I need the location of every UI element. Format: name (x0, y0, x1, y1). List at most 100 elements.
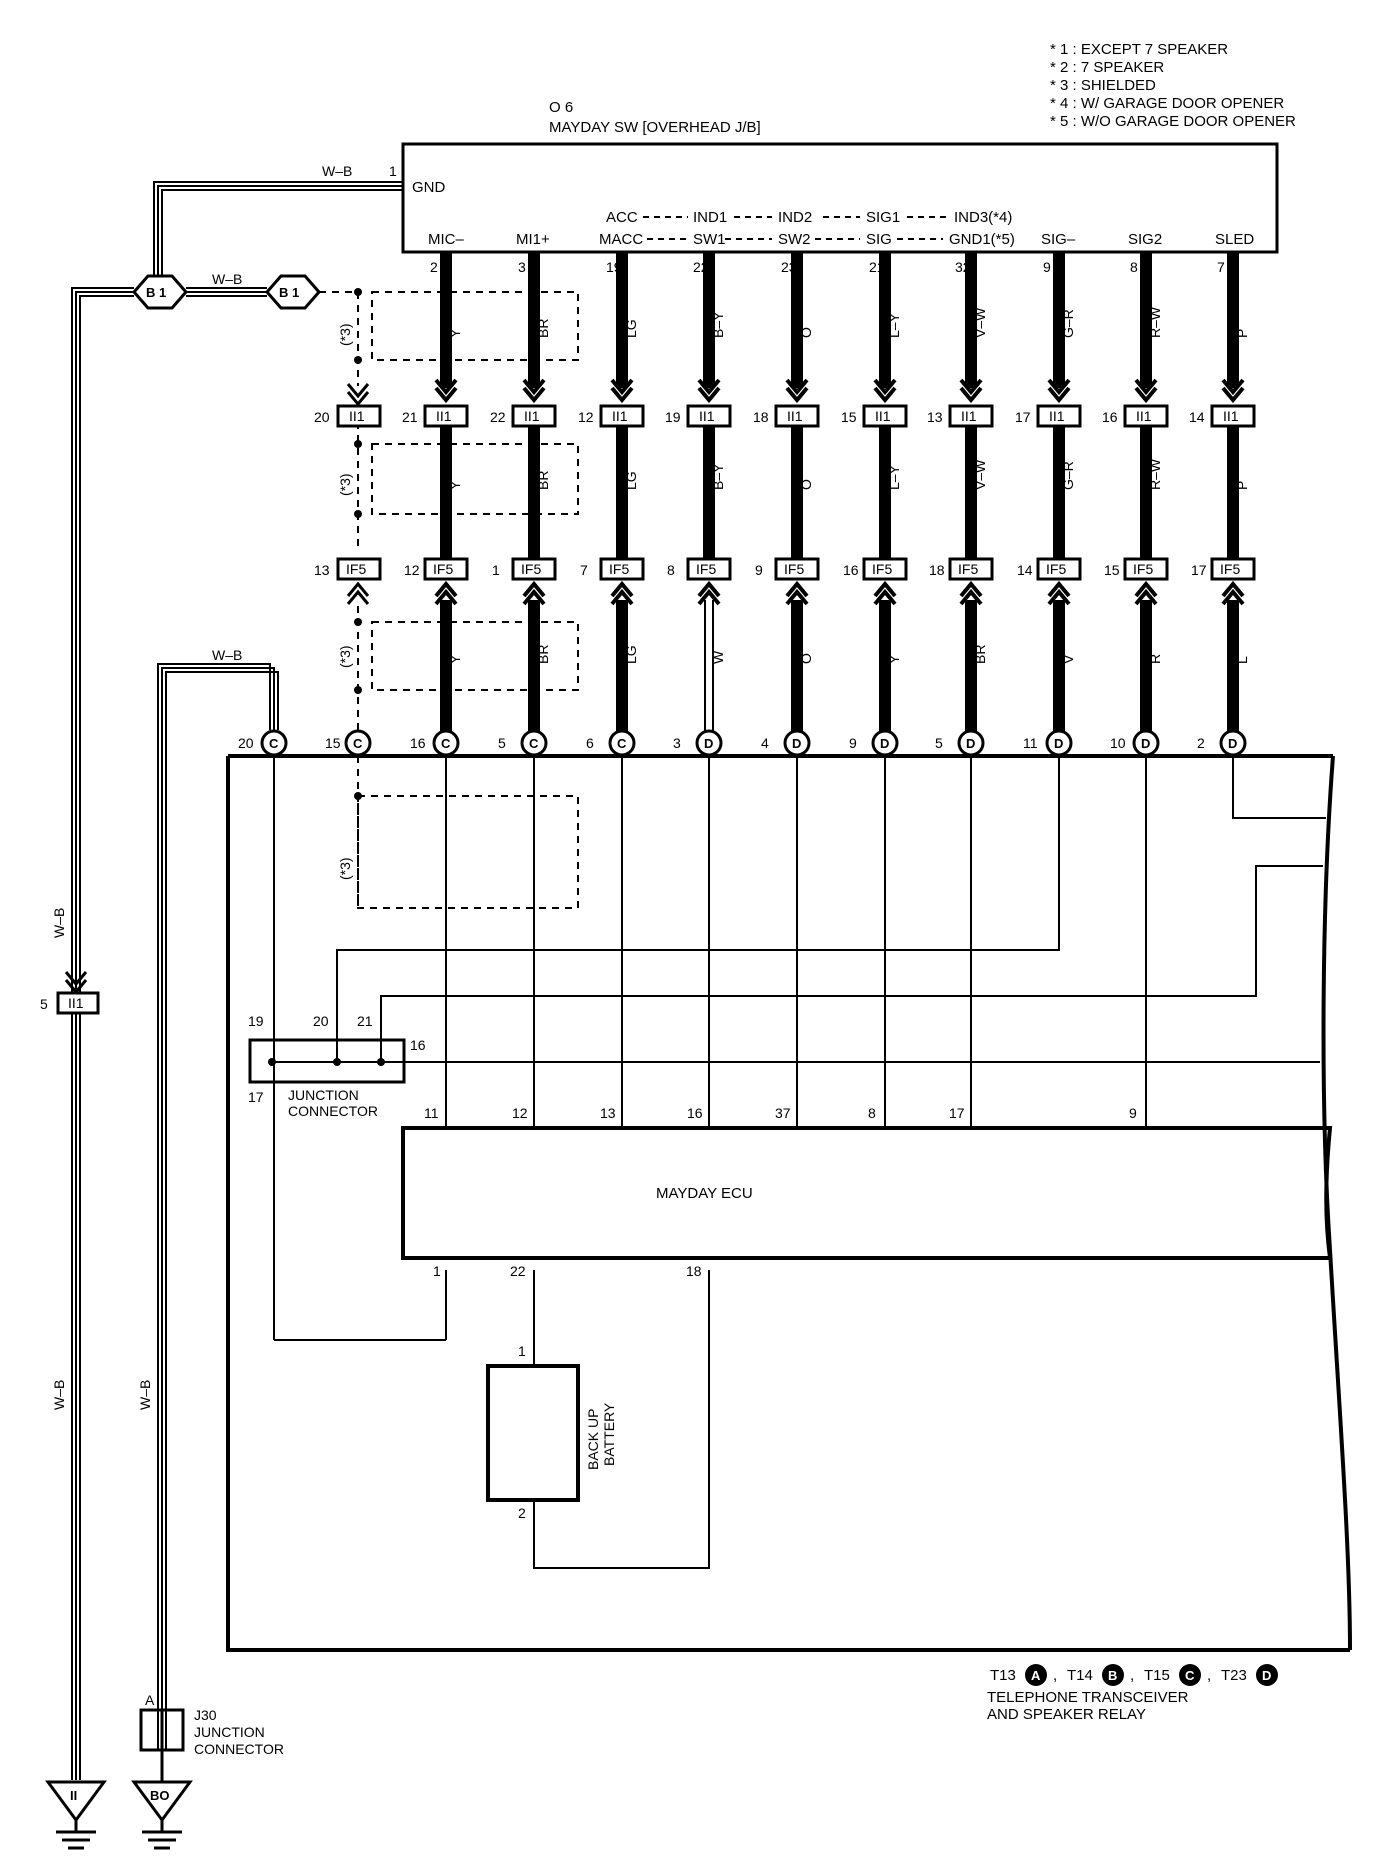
legend-letter-c: C (1185, 1668, 1195, 1683)
sw-row2-sw1: SW1 (693, 231, 726, 248)
circuit-10-wire3: L (1234, 656, 1250, 664)
circuit-9-label: SIG2 (1128, 231, 1162, 248)
mayday-sw-gnd-label: GND (412, 179, 446, 196)
circuit-4-if5-code: IF5 (696, 561, 716, 577)
circuit-10-ii1-pin: 14 (1189, 409, 1205, 425)
circuit-3-wire3: LG (623, 645, 639, 664)
sw-row2-sig: SIG (866, 231, 892, 248)
note-5: * 5 : W/O GARAGE DOOR OPENER (1050, 113, 1296, 130)
svg-text:BO: BO (150, 1788, 170, 1803)
shield-ii1: II1 20 (314, 383, 382, 428)
circuit-10-if5-box (1210, 557, 1256, 581)
battery-pin-2: 2 (518, 1505, 526, 1521)
note-2: * 2 : 7 SPEAKER (1050, 59, 1164, 76)
circuit-5-conn-pin: 4 (761, 735, 769, 751)
shield-label-4: (*3) (337, 857, 353, 880)
circuit-3-if5-pin: 7 (580, 562, 588, 578)
transceiver-internal-wiring (272, 756, 1326, 1569)
circuit-10-wire1: P (1234, 329, 1250, 338)
circuit-7-ii1-code: II1 (961, 408, 977, 424)
note-1: * 1 : EXCEPT 7 SPEAKER (1050, 41, 1228, 58)
circuit-10-conn-pin: 2 (1197, 735, 1205, 751)
circuit-1-sw-pin: 2 (430, 259, 438, 275)
circuit-9-if5-pin: 15 (1104, 562, 1120, 578)
sw-row2-macc: MACC (599, 231, 643, 248)
b1-link-wire (186, 287, 267, 297)
circuit-4-if5-pin: 8 (667, 562, 675, 578)
sw-row1-ind1: IND1 (693, 209, 727, 226)
mayday-ecu-name: MAYDAY ECU (656, 1185, 753, 1202)
j30-line-1: JUNCTION (194, 1724, 265, 1740)
circuit-8-sw-pin: 9 (1043, 259, 1051, 275)
circuit-9-terminal-letter: D (1141, 736, 1150, 751)
circuit-9-ii1-code: II1 (1136, 408, 1152, 424)
circuit-9-if5-code: IF5 (1133, 561, 1153, 577)
sw-row1-ind3: IND3(*4) (954, 209, 1012, 226)
circuit-2-ii1-pin: 22 (490, 409, 506, 425)
circuit-columns: MIC–2YII121YIF512YC16MI1+3BRII122BRIF51B… (402, 231, 1256, 757)
circuit-9-wire1: R–W (1147, 306, 1163, 338)
shield-dots (354, 288, 362, 800)
circuit-6-terminal-letter: D (880, 736, 889, 751)
backup-battery: BACK UP BATTERY 1 2 (486, 1343, 617, 1521)
legend-code-t14: T14 (1067, 1667, 1093, 1684)
circuit-1-if5-code: IF5 (433, 561, 453, 577)
circuit-3-conn-pin: 6 (586, 735, 594, 751)
junction-dots (268, 1058, 385, 1066)
circuit-3-if5-code: IF5 (609, 561, 629, 577)
mayday-sw-gnd-wire: W–B (322, 163, 352, 179)
circuit-6-ii1-code: II1 (875, 408, 891, 424)
circuit-8-wire2: G–R (1060, 461, 1076, 490)
junction-pin-21: 21 (357, 1013, 373, 1029)
circuit-4-ii1-pin: 19 (665, 409, 681, 425)
shield-ii1-pin: 20 (314, 409, 330, 425)
ecu-pin-18: 18 (686, 1263, 702, 1279)
circuit-10-terminal-letter: D (1228, 736, 1237, 751)
circuit-6-wire3: Y (886, 654, 902, 664)
circuit-2-if5-pin: 1 (492, 562, 500, 578)
legend-line-2: AND SPEAKER RELAY (987, 1706, 1146, 1723)
ecu-pin-13: 13 (600, 1105, 616, 1121)
svg-text:II: II (70, 1788, 77, 1803)
circuit-5-if5-code: IF5 (784, 561, 804, 577)
connector-legend: T13 A , T14 B , T15 C , T23 D TELEPHONE … (987, 1664, 1278, 1723)
circuit-8-ii1-pin: 17 (1015, 409, 1031, 425)
battery-pin-1: 1 (518, 1343, 526, 1359)
shield-if5: IF5 13 (314, 557, 382, 605)
circuit-4-wire1: B–Y (710, 311, 726, 338)
circuit-4-if5-box (686, 557, 732, 581)
mayday-sw-name: MAYDAY SW [OVERHEAD J/B] (549, 119, 761, 136)
ecu-pin-12: 12 (512, 1105, 528, 1121)
circuit-6-if5-pin: 16 (843, 562, 859, 578)
mayday-sw-row1: ACC IND1 IND2 SIG1 IND3(*4) (606, 209, 1012, 226)
junction-connector: 19 20 21 16 17 JUNCTION CONNECTOR (248, 1013, 426, 1119)
svg-text:C: C (269, 736, 279, 751)
circuit-1-if5-box (423, 557, 469, 581)
legend-code-t23: T23 (1221, 1667, 1247, 1684)
mayday-switch: O 6 MAYDAY SW [OVERHEAD J/B] GND 1 W–B A… (322, 99, 1279, 254)
b1-link-wire-label: W–B (212, 271, 242, 287)
svg-text:II1: II1 (349, 408, 365, 424)
circuit-8-if5-pin: 14 (1017, 562, 1033, 578)
circuit-1-ii1-code: II1 (436, 408, 452, 424)
circuit-8-terminal-letter: D (1054, 736, 1063, 751)
svg-text:,: , (1207, 1667, 1211, 1684)
svg-text:,: , (1053, 1667, 1057, 1684)
circuit-4-ii1-code: II1 (699, 408, 715, 424)
circuit-2-sw-pin: 3 (518, 259, 526, 275)
gnd-c-terminal: C 20 (238, 729, 288, 757)
legend-line-1: TELEPHONE TRANSCEIVER (987, 1689, 1189, 1706)
circuit-1-wire3: Y (447, 654, 463, 664)
circuit-3-terminal-letter: C (617, 736, 627, 751)
circuit-7-ii1-pin: 13 (927, 409, 943, 425)
circuit-9-conn-pin: 10 (1110, 735, 1126, 751)
ecu-pin-9: 9 (1129, 1105, 1137, 1121)
circuit-1-wire2: Y (447, 480, 463, 490)
circuit-7-if5-pin: 18 (929, 562, 945, 578)
left-wire-label-2: W–B (51, 1380, 67, 1410)
circuit-8-if5-code: IF5 (1046, 561, 1066, 577)
circuit-2-ii1-code: II1 (524, 408, 540, 424)
circuit-3-ii1-code: II1 (612, 408, 628, 424)
circuit-8-wire3: V (1060, 654, 1076, 664)
circuit-2-wire2: BR (535, 471, 551, 490)
